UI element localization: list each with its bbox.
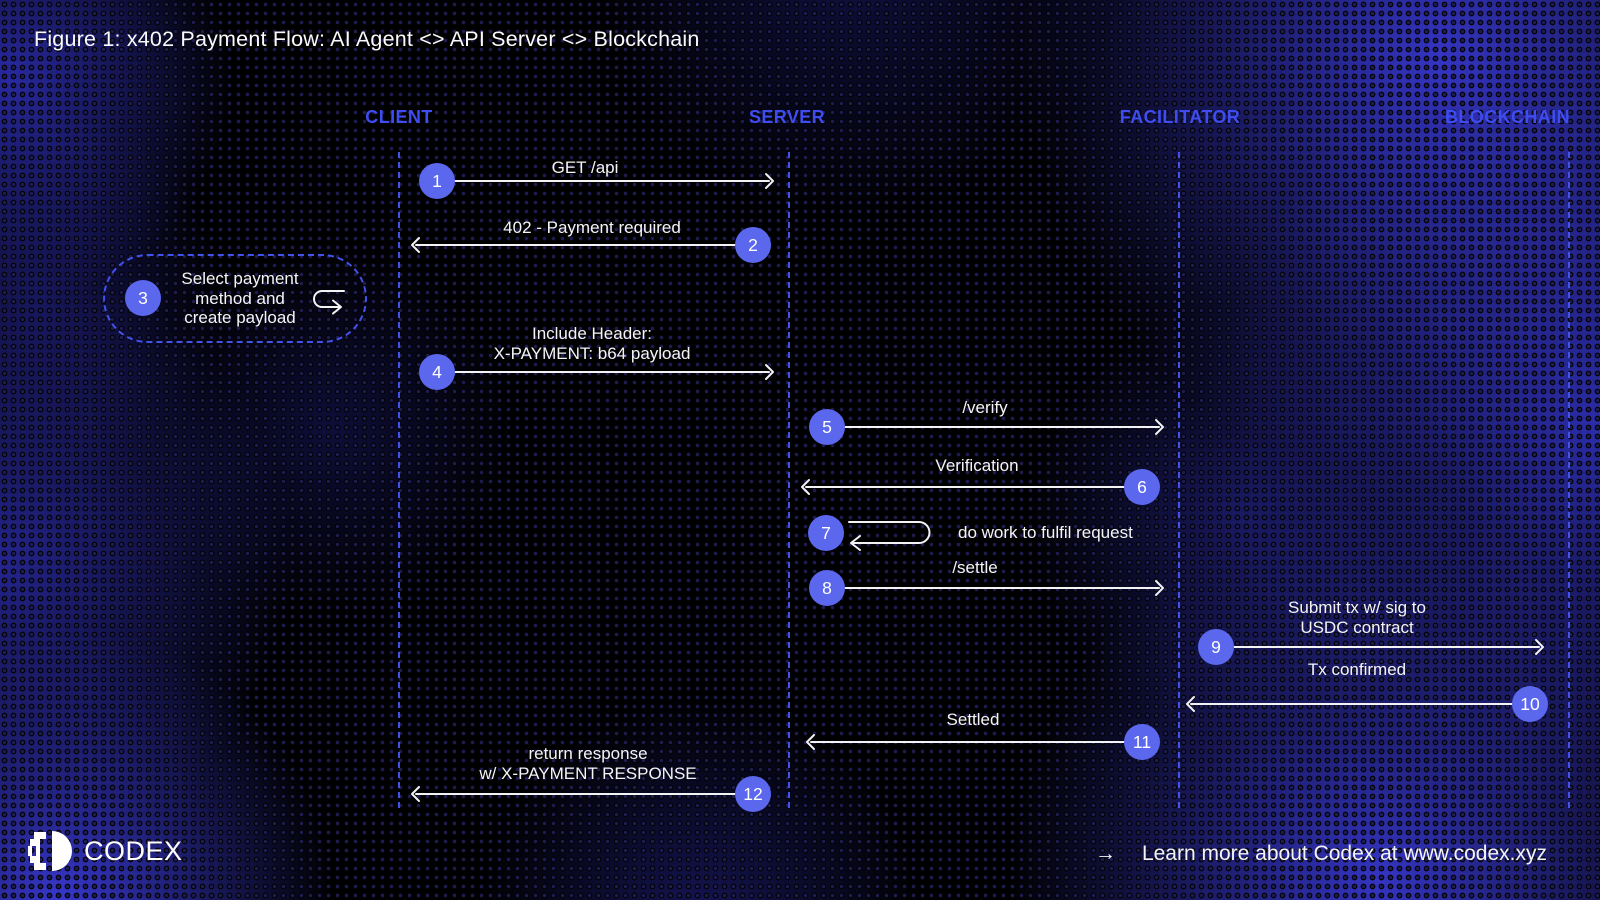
self-action-box: [103, 254, 367, 343]
arrow-left-icon: [1186, 696, 1513, 712]
step-number-badge: 3: [125, 280, 161, 316]
step-number-badge: 5: [809, 409, 845, 445]
arrow-right-icon: [454, 364, 774, 380]
figure-title: Figure 1: x402 Payment Flow: AI Agent <>…: [34, 27, 700, 51]
codex-wordmark: CODEX: [84, 835, 183, 866]
codex-brand: CODEX: [28, 830, 183, 872]
arrow-right-icon: [844, 580, 1164, 596]
lifeline-server: [788, 152, 790, 810]
lane-label-client: CLIENT: [365, 107, 433, 127]
step-4-label: Include Header:X-PAYMENT: b64 payload: [493, 324, 691, 363]
step-5-label: /verify: [962, 398, 1008, 417]
step-number-badge: 2: [735, 227, 771, 263]
learn-more-link[interactable]: Learn more about Codex at www.codex.xyz: [1141, 842, 1547, 865]
lifeline-client: [398, 152, 400, 810]
lifeline-facilitator: [1178, 152, 1180, 810]
arrow-right-icon: →: [1094, 842, 1116, 865]
loop-arrow-icon: [848, 521, 931, 551]
lane-label-blockchain: BLOCKCHAIN: [1445, 107, 1570, 127]
arrow-left-icon: [411, 786, 736, 802]
arrow-right-icon: [1233, 639, 1544, 655]
step-1-label: GET /api: [551, 158, 619, 177]
step-number-badge: 10: [1512, 686, 1548, 722]
codex-logo: [28, 831, 72, 871]
lane-label-facilitator: FACILITATOR: [1119, 107, 1241, 127]
lane-label-server: SERVER: [748, 107, 826, 127]
arrow-left-icon: [411, 237, 736, 253]
arrow-left-icon: [806, 734, 1125, 750]
lifeline-blockchain: [1568, 152, 1570, 810]
step-number-badge: 7: [808, 515, 844, 551]
step-10-label: Tx confirmed: [1307, 660, 1407, 679]
step-number-badge: 1: [419, 163, 455, 199]
step-number-badge: 4: [419, 354, 455, 390]
arrow-right-icon: [454, 173, 774, 189]
step-7-label: do work to fulfil request: [958, 523, 1133, 542]
step-8-label: /settle: [952, 558, 998, 577]
step-number-badge: 11: [1124, 724, 1160, 760]
step-2-label: 402 - Payment required: [503, 218, 681, 237]
learn-more: → Learn more about Codex at www.codex.xy…: [1095, 842, 1547, 866]
step-number-badge: 9: [1198, 629, 1234, 665]
loop-arrow-icon: [313, 290, 345, 315]
arrow-right-icon: [844, 419, 1164, 435]
step-number-badge: 12: [735, 776, 771, 812]
step-6-label: Verification: [935, 456, 1019, 475]
arrow-left-icon: [801, 479, 1125, 495]
step-number-badge: 6: [1124, 469, 1160, 505]
step-number-badge: 8: [809, 570, 845, 606]
step-11-label: Settled: [946, 710, 1000, 729]
